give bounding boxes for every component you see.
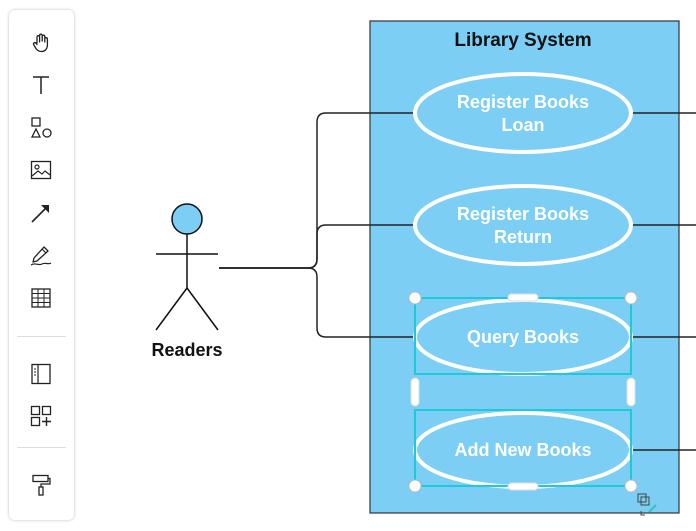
resize-handle-top-left — [408, 291, 422, 305]
format-painter-icon — [32, 474, 51, 496]
hand-tool[interactable] — [27, 29, 55, 57]
hand-icon — [32, 33, 49, 53]
format-painter-tool[interactable] — [27, 471, 55, 499]
resize-handle-right — [626, 377, 636, 407]
usecase-ellipse — [413, 72, 633, 154]
usecase-register-books-return[interactable]: Register Books Return — [413, 184, 633, 266]
table-icon — [31, 288, 51, 308]
frame-icon — [31, 363, 51, 385]
image-icon — [30, 160, 52, 180]
shapes-tool[interactable] — [27, 114, 55, 142]
connector-line — [219, 267, 415, 338]
toolbar-divider — [17, 447, 66, 448]
toolbar-divider — [17, 336, 66, 337]
pencil-tool[interactable] — [27, 241, 55, 269]
frame-tool[interactable] — [27, 360, 55, 388]
selection-handles[interactable] — [408, 291, 638, 493]
resize-handle-top — [507, 293, 539, 302]
usecase-query-books[interactable]: Query Books — [413, 298, 633, 376]
actor-head — [171, 203, 203, 235]
group-link-icon[interactable] — [637, 493, 657, 516]
actor-left-leg — [155, 287, 188, 331]
text-icon — [33, 76, 49, 94]
usecase-label: Loan — [502, 115, 545, 135]
usecase-register-books-loan[interactable]: Register Books Loan — [413, 72, 633, 154]
arrow-tool[interactable] — [27, 199, 55, 227]
connector-lines — [219, 112, 696, 451]
image-tool[interactable] — [27, 156, 55, 184]
add-components-icon — [30, 405, 52, 427]
resize-handle-bottom — [507, 482, 539, 491]
shapes-icon — [30, 117, 52, 138]
usecase-label: Query Books — [467, 327, 579, 347]
usecase-label: Register Books — [457, 92, 589, 112]
usecase-label: Return — [494, 227, 552, 247]
pencil-icon — [30, 246, 52, 266]
text-tool[interactable] — [27, 71, 55, 99]
connector-line — [219, 224, 415, 269]
usecase-ellipse — [413, 184, 633, 266]
usecase-add-new-books[interactable]: Add New Books — [413, 411, 633, 489]
resize-handle-bottom-left — [408, 479, 422, 493]
actor-readers[interactable] — [155, 203, 219, 331]
left-toolbar — [9, 10, 74, 520]
system-title: Library System — [454, 30, 591, 51]
resize-handle-bottom-right — [624, 479, 638, 493]
arrow-icon — [31, 205, 49, 223]
resize-handle-top-right — [624, 291, 638, 305]
usecase-label: Add New Books — [454, 440, 591, 460]
usecase-label: Register Books — [457, 204, 589, 224]
resize-handle-left — [410, 377, 420, 407]
actor-right-leg — [186, 287, 219, 331]
actor-label: Readers — [151, 340, 222, 360]
table-tool[interactable] — [27, 284, 55, 312]
components-tool[interactable] — [27, 402, 55, 430]
